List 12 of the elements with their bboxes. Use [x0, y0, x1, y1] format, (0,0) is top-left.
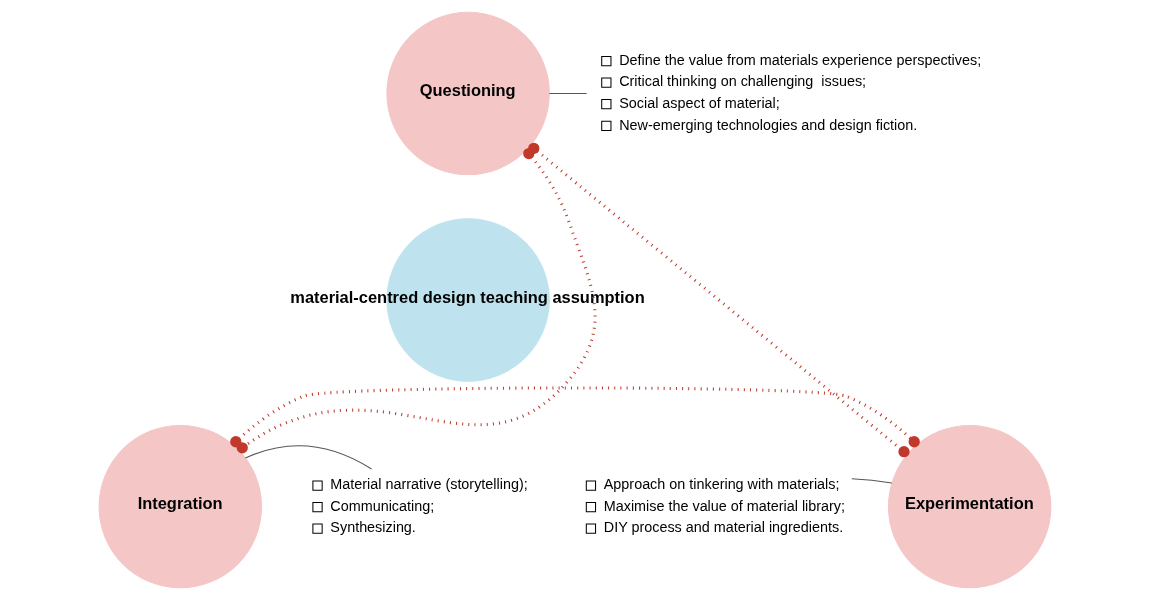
node-circle: Integration: [98, 424, 262, 589]
node-label: material-centred design teaching assumption: [289, 287, 645, 306]
connector: [850, 478, 892, 484]
node-circle: Questioning: [385, 11, 550, 176]
node-text: Define the value from materials experience perspectives; Critical thinking on challenging issues; Social aspect of material; New-emerging technologies and design fiction.: [618, 51, 981, 133]
node-circle: Experimentation: [887, 424, 1051, 589]
node-text: Material narrative (storytelling); Communicating; Synthesizing.: [329, 476, 528, 536]
connector: [244, 445, 372, 470]
node-text: Approach on tinkering with materials; Maximise the value of material library; DIY process and material ingredients.: [603, 476, 845, 536]
connector: [548, 92, 587, 94]
connector: [527, 142, 910, 458]
connector: [229, 386, 920, 448]
